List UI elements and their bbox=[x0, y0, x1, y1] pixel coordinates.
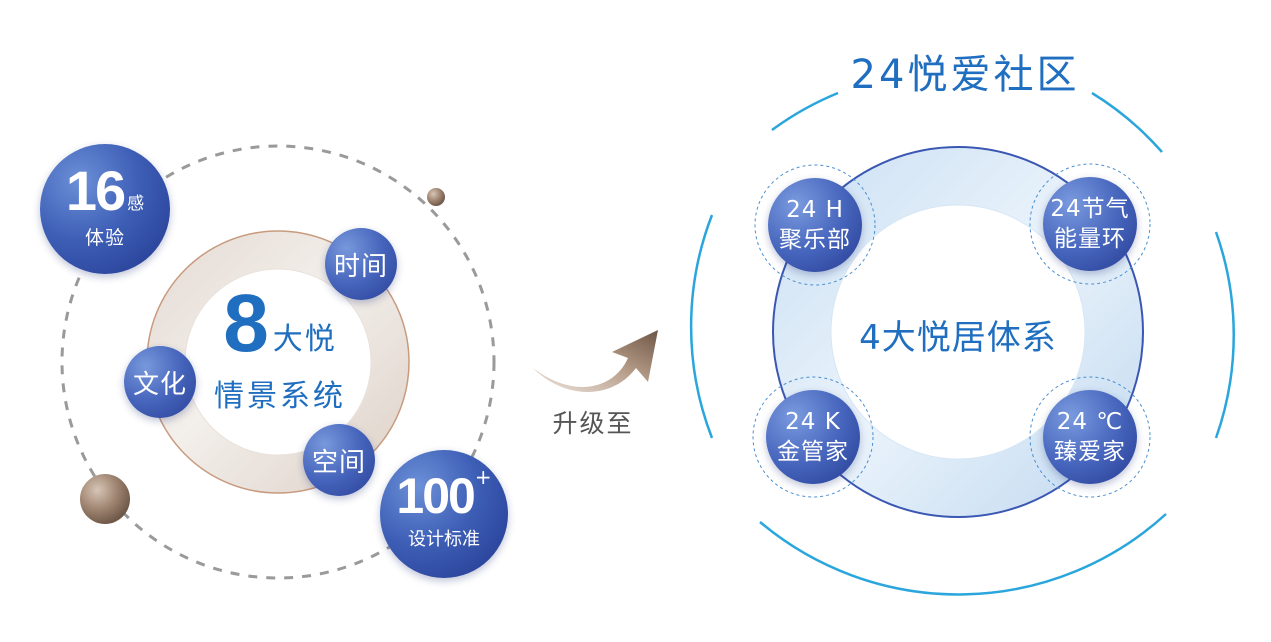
badge-16-senses: 16 感 体验 bbox=[40, 144, 170, 274]
badge-100-top-line: 100 + bbox=[396, 467, 491, 524]
blue-ring bbox=[773, 147, 1143, 517]
blue-ring-outline bbox=[772, 146, 1144, 518]
large-bronze-planet bbox=[80, 474, 130, 524]
small-bronze-planet bbox=[427, 188, 445, 206]
bubble-24h-club: 24 H 聚乐部 bbox=[768, 178, 862, 272]
community-title: 24悦爱社区 bbox=[850, 52, 1080, 98]
bubble-24h-club-line1: 24 H bbox=[786, 197, 844, 223]
bubble-24c-home-line2: 臻爱家 bbox=[1054, 439, 1126, 465]
living-system-title: 4大悦居体系 bbox=[859, 318, 1057, 358]
outer-arc-right bbox=[1214, 231, 1235, 439]
bubble-24k-butler-line2: 金管家 bbox=[777, 439, 849, 465]
upgrade-arrow-icon bbox=[533, 330, 658, 392]
scene-system-subtitle: 情景系统 bbox=[214, 379, 346, 414]
scene-system-title-suffix: 大悦 bbox=[272, 322, 337, 357]
scene-system-number: 8 bbox=[223, 278, 269, 369]
bubble-culture: 文化 bbox=[124, 346, 196, 418]
outer-arc-top-left bbox=[771, 91, 839, 132]
badge-16-number: 16 bbox=[65, 158, 126, 222]
bubble-24c-home: 24 ℃ 臻爱家 bbox=[1043, 390, 1137, 484]
bubble-24-solar-line1: 24节气 bbox=[1050, 196, 1130, 222]
badge-16-top-line: 16 感 bbox=[65, 158, 145, 222]
ring-inner-disc bbox=[830, 204, 1086, 460]
left-center-title: 8 大悦 bbox=[198, 283, 362, 365]
bubble-24k-butler-line1: 24 K bbox=[785, 409, 841, 435]
bubble-24h-club-line2: 聚乐部 bbox=[779, 227, 851, 253]
badge-100-plus: + bbox=[474, 465, 492, 489]
left-center-block: 8 大悦 情景系统 bbox=[198, 283, 362, 415]
badge-100-label: 设计标准 bbox=[408, 529, 480, 550]
halo-temp bbox=[1029, 376, 1151, 498]
bubble-space: 空间 bbox=[303, 424, 375, 496]
badge-16-label: 体验 bbox=[84, 226, 125, 249]
bubble-time: 时间 bbox=[325, 228, 397, 300]
outer-arc-top-right bbox=[1091, 91, 1163, 153]
bubble-24c-home-line1: 24 ℃ bbox=[1056, 409, 1124, 435]
halo-gold bbox=[752, 376, 874, 498]
badge-16-suffix: 感 bbox=[127, 193, 145, 214]
bubble-24k-butler: 24 K 金管家 bbox=[766, 390, 860, 484]
bubble-24-solar-ring: 24节气 能量环 bbox=[1043, 177, 1137, 271]
bubble-24-solar-line2: 能量环 bbox=[1054, 226, 1126, 252]
badge-100-standards: 100 + 设计标准 bbox=[380, 450, 508, 578]
upgrade-label: 升级至 bbox=[552, 409, 634, 438]
halo-club bbox=[754, 164, 876, 286]
outer-arc-bottom bbox=[759, 513, 1167, 596]
halo-solar bbox=[1029, 163, 1151, 285]
badge-100-number: 100 bbox=[396, 468, 475, 524]
dashed-orbit bbox=[60, 144, 496, 580]
outer-arc-left bbox=[689, 214, 714, 439]
